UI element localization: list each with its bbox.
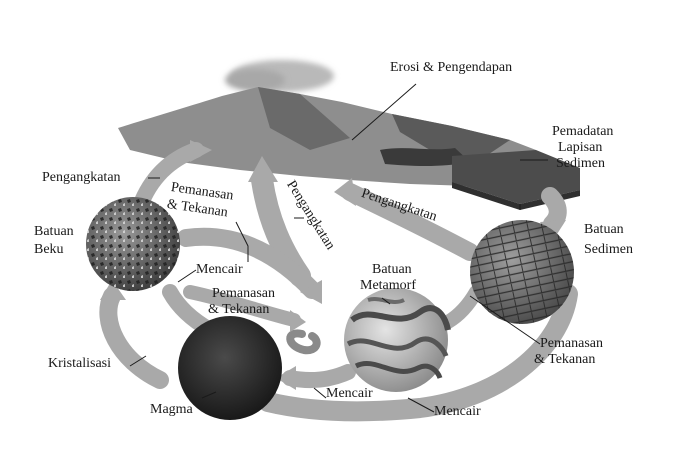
label-heat-pressure-right-1: Pemanasan xyxy=(540,336,603,351)
rock-magma xyxy=(178,316,282,420)
label-compaction-3: Sedimen xyxy=(556,156,605,171)
leader-metamorphic xyxy=(381,297,391,305)
label-compaction-2: Lapisan xyxy=(558,140,603,155)
arrowhead-melt-center xyxy=(276,366,296,390)
label-melt-center: Mencair xyxy=(326,386,373,401)
leader-erosion xyxy=(351,83,417,141)
arrowhead-uplift-center xyxy=(248,156,278,182)
leader-melt-center xyxy=(313,387,327,399)
arrow-melt-center xyxy=(282,364,356,388)
arrowhead-crystallization xyxy=(100,280,126,300)
label-igneous-1: Batuan xyxy=(34,224,74,239)
leader-melt-bottom xyxy=(407,397,435,413)
label-metamorphic-2: Metamorf xyxy=(360,278,416,293)
leader-crystallization xyxy=(129,355,147,367)
cycle-arrows xyxy=(99,142,578,422)
label-sedimentary-2: Sedimen xyxy=(584,242,633,257)
arrowhead-uplift-right xyxy=(334,178,356,206)
arrow-crystallization xyxy=(99,287,169,389)
rock-metamorphic xyxy=(344,288,451,392)
arrow-uplift-right xyxy=(341,183,479,261)
label-crystallization: Kristalisasi xyxy=(48,356,111,371)
leader-melt-left xyxy=(177,269,197,283)
label-compaction-1: Pemadatan xyxy=(552,124,614,139)
arrow-compaction xyxy=(541,187,567,233)
arrowhead-heat-pressure-mid xyxy=(290,310,306,332)
arrowhead-heat-pressure-top xyxy=(300,280,322,304)
label-heat-pressure-right-2: & Tekanan xyxy=(534,352,596,367)
label-heat-pressure-mid-1: Pemanasan xyxy=(212,286,275,301)
arrowhead-uplift-left xyxy=(190,140,212,162)
label-melt-left: Mencair xyxy=(196,262,243,277)
rock-igneous xyxy=(86,197,180,291)
arrow-curl xyxy=(286,329,321,355)
leader-heat-pressure-right xyxy=(469,295,541,345)
arrow-melt-bottom xyxy=(258,284,578,422)
arrow-heat-pressure-top xyxy=(177,227,321,299)
label-melt-bottom: Mencair xyxy=(434,404,481,419)
leader-magma xyxy=(201,391,217,399)
label-heat-pressure-mid-2: & Tekanan xyxy=(208,302,270,317)
label-erosion: Erosi & Pengendapan xyxy=(390,60,513,75)
label-magma: Magma xyxy=(150,402,193,417)
rock-sedimentary xyxy=(470,220,574,324)
label-uplift-left: Pengangkatan xyxy=(42,170,121,185)
mountain-shade xyxy=(392,114,510,160)
ash-cloud-puff xyxy=(225,69,285,91)
label-metamorphic-1: Batuan xyxy=(372,262,412,277)
label-sedimentary-1: Batuan xyxy=(584,222,624,237)
arrow-heat-pressure-mid xyxy=(183,285,301,327)
volcano-slope xyxy=(258,87,350,150)
leader-lines xyxy=(129,83,548,413)
label-igneous-2: Beku xyxy=(34,242,64,257)
leader-heat-pressure-top xyxy=(235,221,249,262)
river-valley xyxy=(380,148,470,166)
